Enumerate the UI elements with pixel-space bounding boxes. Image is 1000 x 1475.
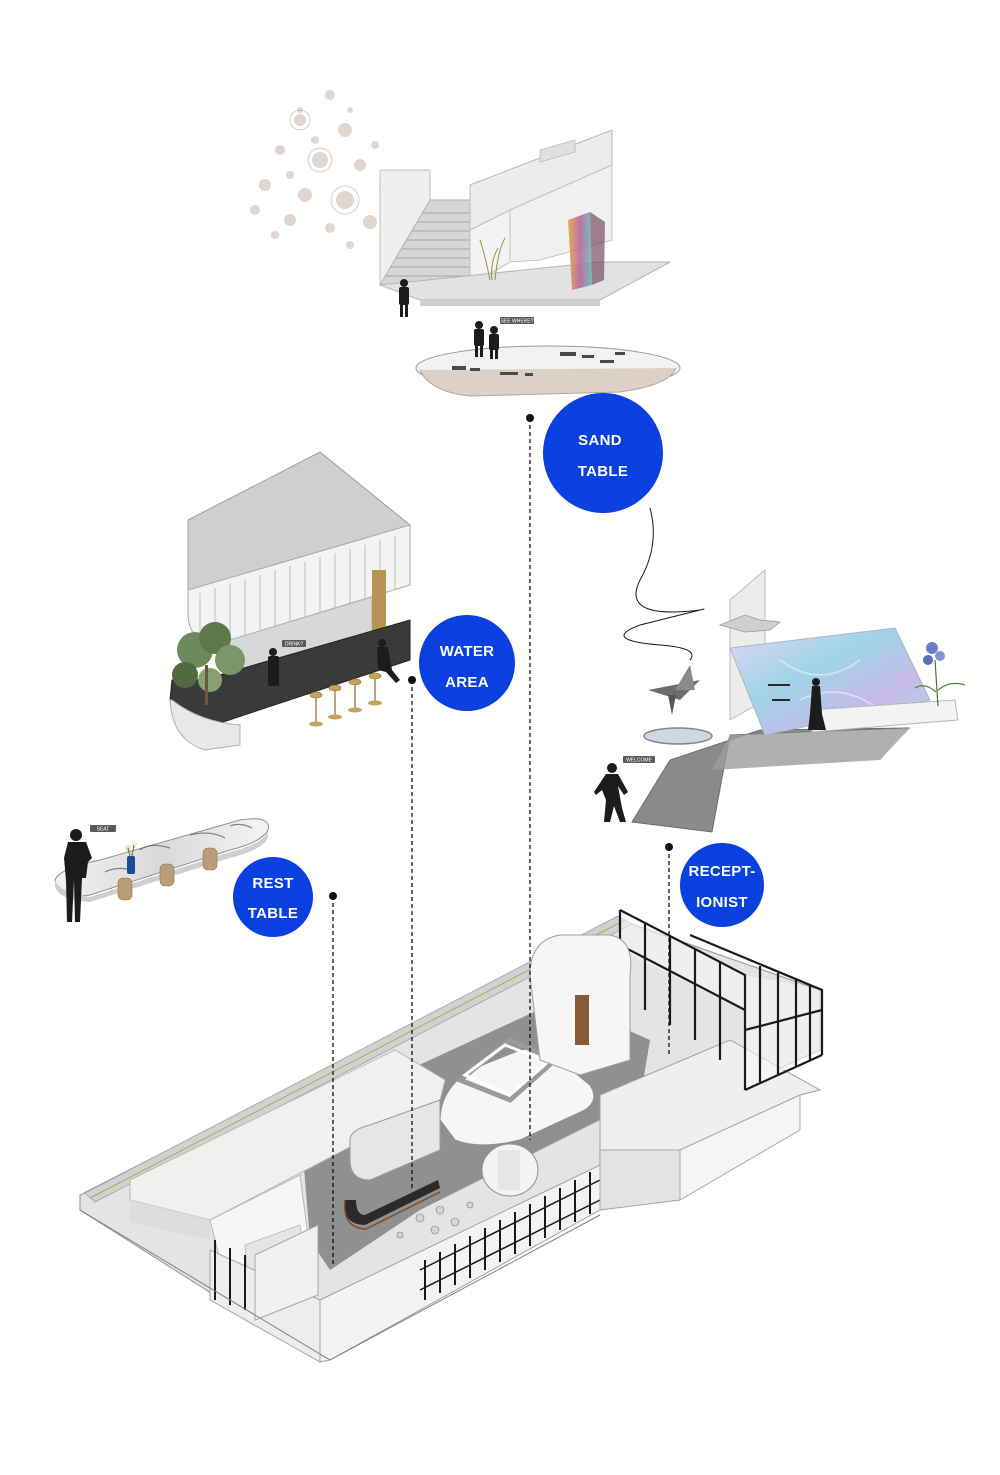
- badge-water-area-line2: AREA: [445, 674, 489, 691]
- person-silhouette-icon: [594, 678, 826, 822]
- sand-table-tag-text: SEE WHERE?: [501, 319, 534, 325]
- water-area-tag-text: DRINK?: [285, 642, 304, 648]
- water-area-vignette: DRINK?: [169, 451, 411, 751]
- glazed-frame-box: [618, 909, 824, 1092]
- person-silhouette-icon: [399, 279, 409, 317]
- front-glazing: [214, 1172, 591, 1310]
- plan-bar-counter: [344, 1180, 440, 1225]
- water-area-tag: DRINK?: [282, 640, 306, 648]
- plant-icon: [479, 237, 506, 281]
- staircase-vignette: [250, 90, 671, 317]
- floor-plan-axonometric: [79, 909, 824, 1363]
- bar-stool-icon: [309, 672, 382, 727]
- glass-sculpture: [568, 212, 605, 290]
- sand-table-vignette: SEE WHERE?: [415, 317, 681, 397]
- ceiling-fixture: [718, 614, 782, 633]
- plant-icon: [914, 642, 966, 707]
- sand-table-tag: SEE WHERE?: [500, 317, 534, 325]
- badge-water-area-line1: WATER: [440, 643, 495, 660]
- badge-sand-table-line1: SAND: [578, 432, 622, 449]
- staircase: [379, 199, 476, 286]
- leader-dot-sand-table: [526, 414, 534, 422]
- badge-rest-table-line2: TABLE: [248, 905, 298, 922]
- receptionist-tag-text: WELCOME: [626, 758, 653, 764]
- rest-table-tag: SEAT: [90, 825, 116, 833]
- badge-receptionist-line2: IONIST: [696, 894, 748, 911]
- spiral-sculpture-icon: [648, 665, 700, 715]
- badge-rest-table-line1: REST: [252, 875, 293, 892]
- badge-water-area: WATER AREA: [419, 615, 515, 711]
- badge-receptionist: RECEPT- IONIST: [680, 843, 764, 927]
- badge-rest-table: REST TABLE: [233, 857, 313, 937]
- person-silhouette-icon: [268, 639, 400, 686]
- badge-receptionist-line1: RECEPT-: [688, 863, 755, 880]
- plant-icon: [172, 622, 245, 705]
- sculpture-base: [643, 727, 713, 745]
- person-silhouette-icon: [64, 829, 92, 922]
- flower-vase-icon: [125, 842, 137, 874]
- receptionist-vignette: WELCOME: [594, 507, 966, 833]
- badge-sand-table: SAND TABLE: [543, 393, 663, 513]
- rest-table-tag-text: SEAT: [97, 827, 110, 833]
- person-silhouette-icon: [474, 321, 499, 359]
- leader-dots: [329, 414, 673, 900]
- leader-lines: [332, 418, 670, 1265]
- leader-dot-water-area: [408, 676, 416, 684]
- spiral-wire: [623, 507, 705, 661]
- leader-dot-receptionist: [665, 843, 673, 851]
- central-loop-stair: [439, 1037, 595, 1197]
- badge-sand-table-line2: TABLE: [578, 463, 628, 480]
- leader-dot-rest-table: [329, 892, 337, 900]
- rest-table-vignette: SEAT: [54, 818, 269, 922]
- receptionist-tag: WELCOME: [623, 756, 655, 764]
